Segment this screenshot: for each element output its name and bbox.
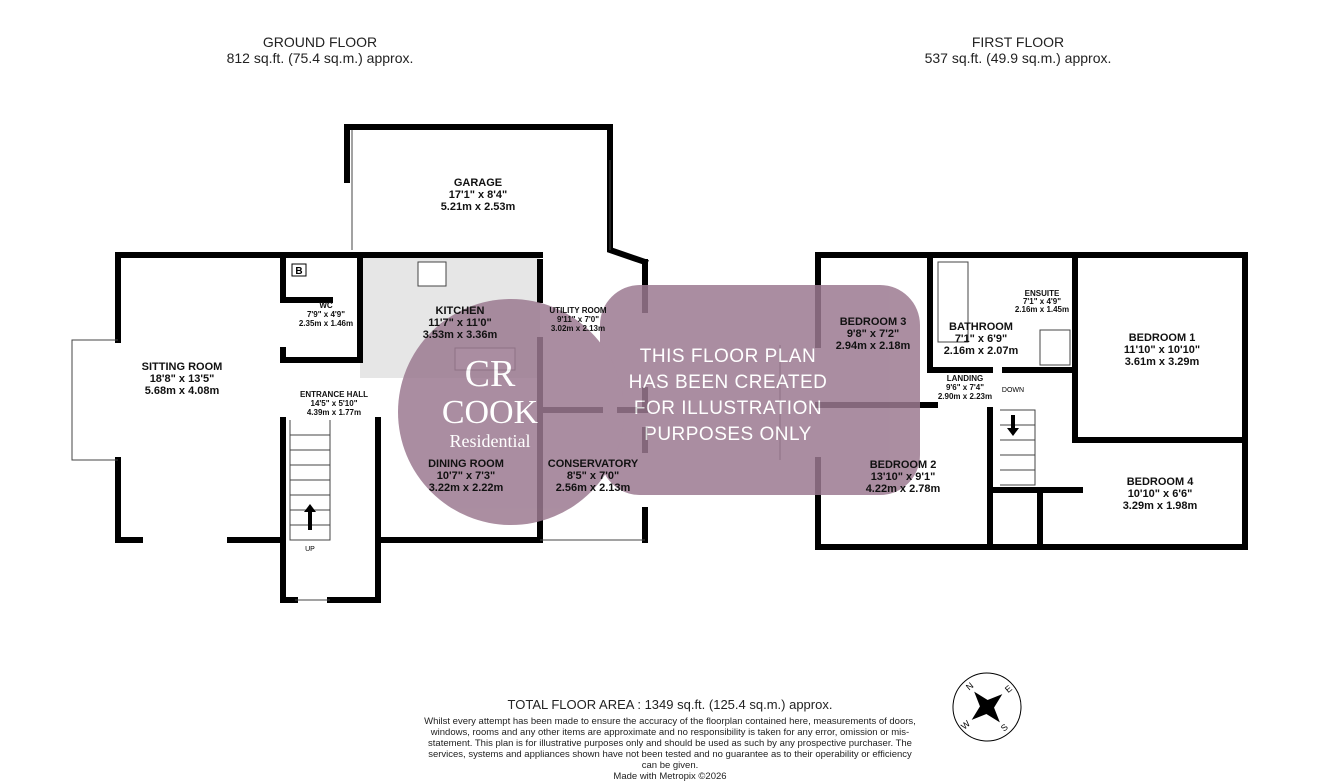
svg-text:ENTRANCE HALL: ENTRANCE HALL — [300, 390, 368, 399]
ground-floor-title: GROUND FLOOR — [263, 34, 377, 50]
room-bedroom-1: BEDROOM 111'10" x 10'10"3.61m x 3.29m — [1124, 332, 1200, 368]
svg-text:S: S — [999, 722, 1010, 734]
svg-text:E: E — [1003, 683, 1014, 695]
svg-text:4.22m x 2.78m: 4.22m x 2.78m — [866, 483, 941, 495]
svg-text:7'1" x 6'9": 7'1" x 6'9" — [955, 333, 1007, 345]
logo-name: COOK — [442, 394, 539, 431]
logo-sub: Residential — [450, 431, 531, 451]
compass-icon: N E S W — [952, 672, 1022, 742]
boiler-icon — [291, 263, 307, 277]
svg-text:2.16m x 1.45m: 2.16m x 1.45m — [1015, 305, 1069, 314]
room-bedroom-3: BEDROOM 39'8" x 7'2"2.94m x 2.18m — [836, 316, 911, 352]
svg-text:3.22m x 2.22m: 3.22m x 2.22m — [429, 482, 504, 494]
svg-text:9'11" x 7'0": 9'11" x 7'0" — [557, 315, 599, 324]
room-bedroom-4: BEDROOM 410'10" x 6'6"3.29m x 1.98m — [1123, 476, 1198, 512]
ground-floor-area: 812 sq.ft. (75.4 sq.m.) approx. — [227, 50, 414, 66]
svg-text:2.35m x 1.46m: 2.35m x 1.46m — [299, 319, 353, 328]
svg-text:BEDROOM 1: BEDROOM 1 — [1129, 332, 1196, 344]
svg-text:9'8" x 7'2": 9'8" x 7'2" — [847, 328, 899, 340]
svg-text:ENSUITE: ENSUITE — [1025, 289, 1060, 298]
svg-text:BEDROOM 2: BEDROOM 2 — [870, 459, 937, 471]
svg-text:7'9" x 4'9": 7'9" x 4'9" — [307, 310, 345, 319]
svg-text:5.68m x 4.08m: 5.68m x 4.08m — [145, 385, 220, 397]
svg-text:10'7" x 7'3": 10'7" x 7'3" — [437, 470, 495, 482]
svg-text:8'5" x 7'0": 8'5" x 7'0" — [567, 470, 619, 482]
svg-text:13'10" x 9'1": 13'10" x 9'1" — [871, 471, 936, 483]
svg-text:5.21m x 2.53m: 5.21m x 2.53m — [441, 201, 516, 213]
svg-text:17'1" x 8'4": 17'1" x 8'4" — [449, 189, 507, 201]
svg-text:3.61m x 3.29m: 3.61m x 3.29m — [1125, 356, 1200, 368]
svg-text:7'1" x 4'9": 7'1" x 4'9" — [1023, 297, 1061, 306]
svg-text:2.16m x 2.07m: 2.16m x 2.07m — [944, 345, 1019, 357]
svg-text:UTILITY ROOM: UTILITY ROOM — [549, 306, 607, 315]
watermark-line-3: FOR ILLUSTRATION — [634, 398, 822, 419]
svg-text:3.02m x 2.13m: 3.02m x 2.13m — [551, 324, 605, 333]
svg-text:N: N — [964, 680, 975, 692]
svg-text:GARAGE: GARAGE — [454, 177, 502, 189]
svg-text:11'10" x 10'10": 11'10" x 10'10" — [1124, 344, 1200, 356]
svg-text:KITCHEN: KITCHEN — [436, 305, 485, 317]
svg-text:4.39m x 1.77m: 4.39m x 1.77m — [307, 408, 361, 417]
svg-text:2.56m x 2.13m: 2.56m x 2.13m — [556, 482, 631, 494]
svg-text:SITTING ROOM: SITTING ROOM — [142, 361, 223, 373]
first-floor-area: 537 sq.ft. (49.9 sq.m.) approx. — [925, 50, 1112, 66]
watermark-line-4: PURPOSES ONLY — [644, 424, 812, 445]
svg-text:14'5" x 5'10": 14'5" x 5'10" — [311, 399, 358, 408]
svg-text:CONSERVATORY: CONSERVATORY — [548, 458, 639, 470]
first-floor-title: FIRST FLOOR — [972, 34, 1064, 50]
svg-text:10'10" x 6'6": 10'10" x 6'6" — [1128, 488, 1193, 500]
svg-text:BEDROOM 3: BEDROOM 3 — [840, 316, 907, 328]
svg-text:BEDROOM 4: BEDROOM 4 — [1127, 476, 1195, 488]
svg-text:3.29m x 1.98m: 3.29m x 1.98m — [1123, 500, 1198, 512]
svg-text:9'6" x 7'4": 9'6" x 7'4" — [946, 383, 984, 392]
logo-monogram: CR — [465, 353, 516, 395]
stairs-down-label: DOWN — [1002, 387, 1024, 394]
room-wc: WC7'9" x 4'9"2.35m x 1.46m — [299, 301, 353, 328]
svg-text:11'7" x 11'0": 11'7" x 11'0" — [428, 317, 491, 329]
room-bedroom-2: BEDROOM 213'10" x 9'1"4.22m x 2.78m — [866, 459, 941, 495]
boiler-label: B — [295, 266, 302, 277]
svg-text:BATHROOM: BATHROOM — [949, 321, 1013, 333]
watermark-line-1: THIS FLOOR PLAN — [640, 346, 816, 367]
made-with: Made with Metropix ©2026 — [613, 771, 727, 782]
svg-text:DINING ROOM: DINING ROOM — [428, 458, 504, 470]
stairs-up-label: UP — [305, 546, 315, 553]
disclaimer-text: Whilst every attempt has been made to en… — [424, 716, 916, 771]
svg-text:2.94m x 2.18m: 2.94m x 2.18m — [836, 340, 911, 352]
svg-text:2.90m x 2.23m: 2.90m x 2.23m — [938, 392, 992, 401]
disclaimer: Whilst every attempt has been made to en… — [420, 716, 920, 782]
watermark: THIS FLOOR PLAN HAS BEEN CREATED FOR ILL… — [398, 285, 920, 525]
svg-text:18'8" x 13'5": 18'8" x 13'5" — [150, 373, 215, 385]
svg-text:LANDING: LANDING — [947, 374, 983, 383]
total-floor-area: TOTAL FLOOR AREA : 1349 sq.ft. (125.4 sq… — [507, 697, 833, 712]
svg-text:WC: WC — [319, 301, 333, 310]
svg-text:3.53m x 3.36m: 3.53m x 3.36m — [423, 329, 498, 341]
watermark-line-2: HAS BEEN CREATED — [629, 372, 828, 393]
